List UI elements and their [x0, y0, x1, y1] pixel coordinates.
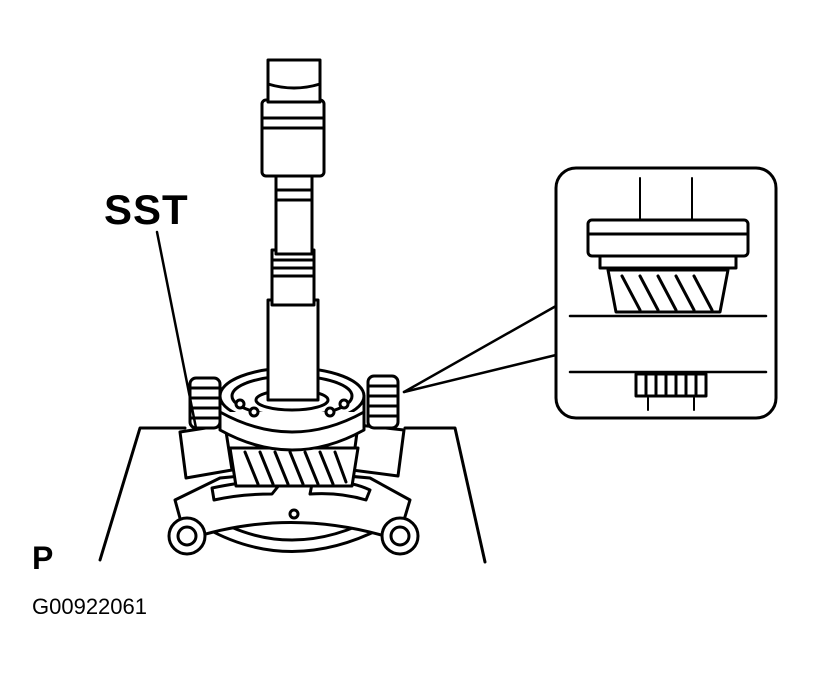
- detail-inset-frame: [554, 166, 778, 420]
- sst-leader-line: [155, 230, 198, 430]
- right-spring: [366, 374, 400, 430]
- helical-gear: [228, 446, 360, 488]
- shaft: [260, 58, 326, 402]
- view-label: P: [32, 540, 54, 576]
- figure-code: G00922061: [32, 594, 147, 619]
- detail-inset: [568, 177, 768, 411]
- sst-label: SST: [104, 186, 189, 233]
- press-table: [98, 426, 487, 564]
- bearing-separator: [167, 423, 420, 556]
- detail-callout-pointer: [402, 304, 558, 394]
